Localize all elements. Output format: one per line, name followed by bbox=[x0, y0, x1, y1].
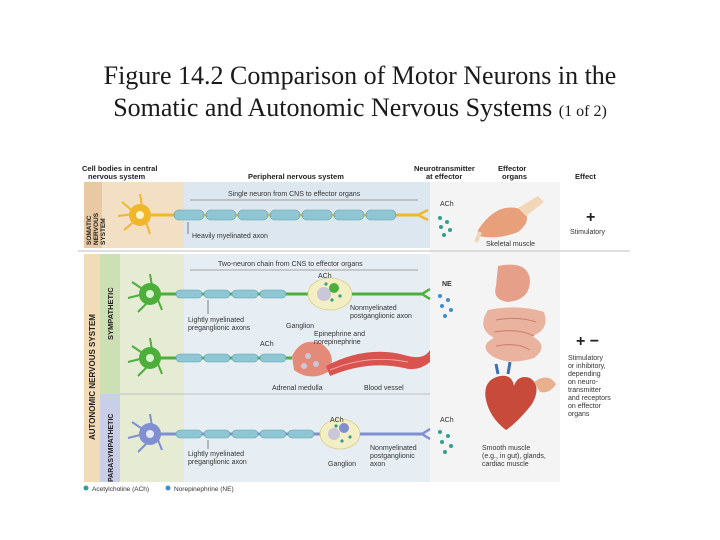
sympathetic-neuron-2 bbox=[127, 337, 163, 377]
autonomic-tab bbox=[84, 254, 100, 482]
auto-effect-7: organs bbox=[568, 411, 590, 418]
smooth-muscle-3: cardiac muscle bbox=[482, 461, 529, 468]
somatic-chain-label: Single neuron from CNS to effector organ… bbox=[228, 191, 361, 198]
parasympathetic-tab bbox=[100, 394, 120, 482]
auto-effect-5: and receptors bbox=[568, 395, 611, 402]
header-peripheral: Peripheral nervous system bbox=[248, 172, 344, 181]
sym-light-2: preganglionic axons bbox=[188, 325, 251, 332]
header-effector-1: Effector bbox=[498, 164, 526, 173]
nt-ne-label: NE bbox=[442, 281, 452, 288]
sympathetic-neuron-1 bbox=[127, 273, 163, 313]
gland-image bbox=[534, 377, 556, 393]
somatic-neuron bbox=[117, 193, 151, 235]
blood-vessel-image bbox=[326, 350, 430, 376]
para-ganglion-label: Ganglion bbox=[328, 461, 356, 468]
legend-ach: Acetylcholine (ACh) bbox=[92, 486, 149, 493]
adrenal-medulla-image bbox=[292, 341, 332, 377]
slide-title: Figure 14.2 Comparison of Motor Neurons … bbox=[0, 60, 720, 128]
sym-post-terminal bbox=[421, 287, 431, 301]
stomach-intestine-image bbox=[483, 264, 546, 362]
somatic-myelin bbox=[173, 209, 397, 221]
somatic-ach-dots bbox=[438, 216, 452, 237]
sympathetic-ganglion bbox=[307, 277, 353, 311]
auto-effect-0: Stimulatory bbox=[568, 355, 604, 362]
epi-label-1: Epinephrine and bbox=[314, 331, 365, 338]
somatic-tab bbox=[84, 182, 102, 248]
parasympathetic-neuron bbox=[127, 413, 163, 453]
auto-sign: + − bbox=[576, 333, 599, 350]
para-nonmyel-2: postganglionic bbox=[370, 453, 415, 460]
para-light-2: preganglionic axon bbox=[188, 459, 247, 466]
heart-image bbox=[485, 361, 537, 430]
sym-pre-myelin-1 bbox=[175, 289, 287, 299]
auto-chain-label: Two-neuron chain from CNS to effector or… bbox=[218, 261, 363, 268]
header-nt-2: at effector bbox=[426, 172, 462, 181]
legend: Acetylcholine (ACh) Norepinephrine (NE) bbox=[83, 485, 234, 493]
header-effect: Effect bbox=[575, 172, 596, 181]
sym-nonmyel-1: Nonmyelinated bbox=[350, 305, 397, 312]
adrenal-label: Adrenal medulla bbox=[272, 385, 323, 392]
auto-effect-2: depending bbox=[568, 371, 601, 378]
blood-vessel-label: Blood vessel bbox=[364, 385, 404, 392]
somatic-effect: Stimulatory bbox=[570, 229, 606, 236]
auto-effect-4: transmitter bbox=[568, 387, 602, 394]
para-pre-myelin bbox=[175, 429, 315, 439]
legend-ach-dot bbox=[83, 485, 89, 491]
somatic-sign: + bbox=[586, 209, 595, 226]
label-autonomic: AUTONOMIC NERVOUS SYSTEM bbox=[88, 314, 97, 440]
sym-light-1: Lightly myelinated bbox=[188, 317, 244, 324]
auto-effect-3: on neuro- bbox=[568, 379, 599, 386]
smooth-muscle-2: (e.g., in gut), glands, bbox=[482, 453, 546, 460]
skeletal-muscle-label: Skeletal muscle bbox=[486, 241, 535, 248]
title-line-2: Somatic and Autonomic Nervous Systems (1… bbox=[0, 92, 720, 128]
sympathetic-tab bbox=[100, 254, 120, 394]
header-effector-2: organs bbox=[502, 172, 527, 181]
title-suffix: (1 of 2) bbox=[558, 103, 607, 120]
header-cell-bodies-2: nervous system bbox=[88, 172, 145, 181]
sym-ganglion-ach-dots bbox=[324, 282, 342, 302]
label-somatic-2: NERVOUS bbox=[93, 212, 100, 245]
label-somatic-3: SYSTEM bbox=[100, 218, 107, 245]
smooth-muscle-1: Smooth muscle bbox=[482, 445, 530, 452]
somatic-terminal bbox=[417, 208, 429, 222]
epi-label-2: norepinephrine bbox=[314, 339, 361, 346]
legend-ne: Norepinephrine (NE) bbox=[174, 486, 234, 493]
sym-ach-label: ACh bbox=[318, 273, 332, 280]
somatic-nt-label: ACh bbox=[440, 201, 454, 208]
label-somatic-1: SOMATIC bbox=[86, 215, 93, 245]
adrenal-ach-label: ACh bbox=[260, 341, 274, 348]
para-post-terminal bbox=[421, 427, 431, 441]
sym-nonmyel-2: postganglionic axon bbox=[350, 313, 412, 320]
title-line-1: Figure 14.2 Comparison of Motor Neurons … bbox=[103, 61, 617, 90]
para-ach-dots bbox=[438, 430, 453, 454]
header-cell-bodies-1: Cell bodies in central bbox=[82, 164, 157, 173]
somatic-axon-label: Heavily myelinated axon bbox=[192, 233, 268, 240]
motor-neuron-figure: Cell bodies in central nervous system Pe… bbox=[78, 160, 642, 496]
sym-ganglion-label: Ganglion bbox=[286, 323, 314, 330]
para-nonmyel-3: axon bbox=[370, 461, 385, 468]
auto-effect-1: or inhibitory, bbox=[568, 363, 606, 370]
para-light-1: Lightly myelinated bbox=[188, 451, 244, 458]
ne-dots bbox=[438, 294, 453, 318]
para-ganglion-ach-dots bbox=[334, 424, 352, 443]
para-nonmyel-1: Nonmyelinated bbox=[370, 445, 417, 452]
label-sympathetic: SYMPATHETIC bbox=[106, 287, 115, 340]
skeletal-muscle-image bbox=[474, 196, 544, 243]
effect-bg bbox=[560, 182, 630, 482]
label-parasympathetic: PARASYMPATHETIC bbox=[108, 414, 115, 482]
title-main: Somatic and Autonomic Nervous Systems bbox=[113, 93, 553, 122]
auto-effect-6: on effector bbox=[568, 403, 602, 410]
sym-pre-myelin-2 bbox=[175, 353, 287, 363]
para-ach-label: ACh bbox=[330, 417, 344, 424]
header-nt-1: Neurotransmitter bbox=[414, 164, 475, 173]
legend-ne-dot bbox=[165, 485, 171, 491]
para-nt-label: ACh bbox=[440, 417, 454, 424]
